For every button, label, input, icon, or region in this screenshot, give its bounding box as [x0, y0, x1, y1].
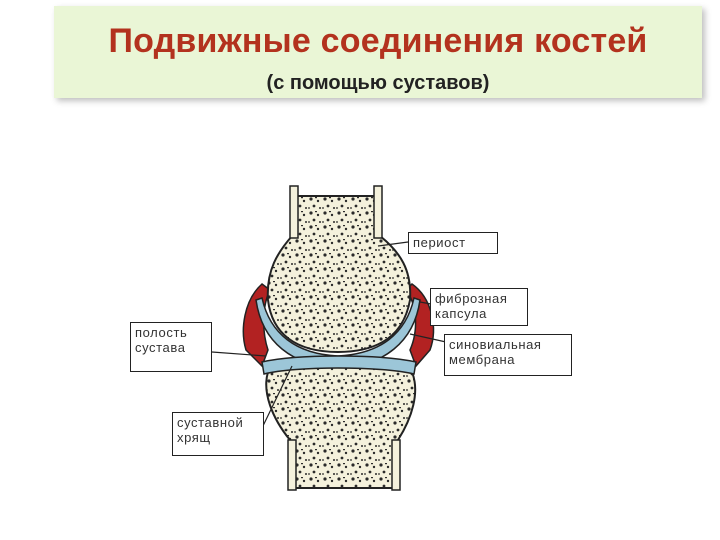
upper-cartilage: [255, 297, 421, 369]
label-articular-cartilage: суставной хрящ: [172, 412, 264, 456]
leader-cavity: [211, 351, 267, 357]
slide-title: Подвижные соединения костей: [108, 22, 648, 60]
label-joint-cavity: полость сустава: [130, 322, 212, 372]
leader-cartilage: [261, 365, 293, 429]
upper-bone: [266, 195, 412, 354]
label-synovial-membrane: синовиальная мембрана: [444, 334, 572, 376]
upper-cortex-right: [373, 185, 383, 239]
label-periosteum: периост: [408, 232, 498, 254]
lower-cortex-right: [391, 439, 401, 491]
title-banner: Подвижные соединения костей (с помощью с…: [54, 6, 702, 98]
leader-synovial: [409, 333, 447, 343]
leader-periosteum: [377, 241, 409, 247]
label-fibrous-capsule: фиброзная капсула: [430, 288, 528, 326]
upper-cortex-left: [289, 185, 299, 239]
slide-subtitle: (с помощью суставов): [266, 72, 490, 94]
lower-cartilage: [261, 355, 417, 375]
lower-cortex-left: [287, 439, 297, 491]
